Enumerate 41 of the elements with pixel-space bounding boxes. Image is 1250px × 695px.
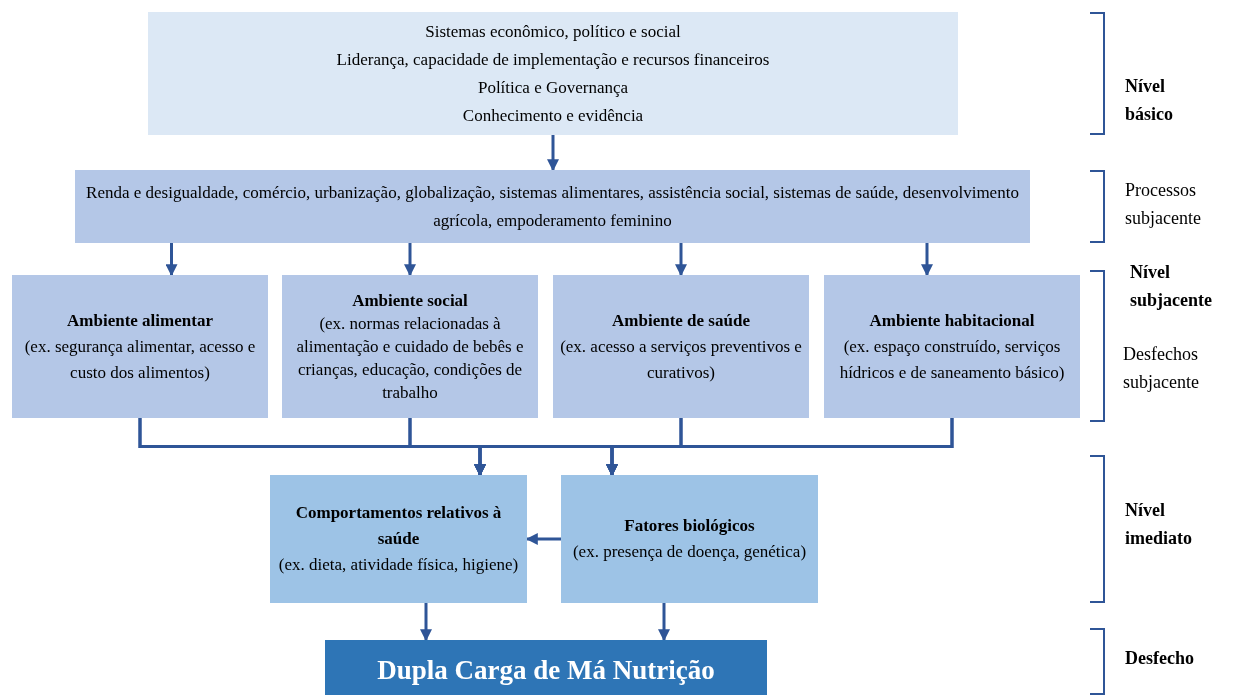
process-box (553, 275, 809, 418)
box-text: Renda e desigualdade, comércio, urbanização, globalização, sistemas alimentares, assistência social, sistemas de saúde, desenvolvimento agrícola, empoderamento feminino (85, 181, 1020, 232)
level-label: Desfecho (1125, 647, 1195, 670)
box-heading: Fatores biológicos (624, 515, 755, 537)
process-box (270, 475, 527, 603)
box-heading: Ambiente alimentar (67, 309, 213, 332)
arrow (606, 418, 954, 477)
box-text: (ex. acesso a serviços preventivos e curativos) (559, 335, 803, 384)
process-box (12, 275, 268, 418)
process-box (75, 170, 1030, 243)
arrow (404, 243, 416, 277)
box-text: Conhecimento e evidência (462, 104, 644, 127)
arrow (675, 243, 687, 277)
box-text: Sistemas econômico, político e social (425, 20, 681, 43)
arrow (921, 243, 933, 277)
process-box (561, 475, 818, 603)
box-text: Política e Governança (477, 76, 629, 99)
box-text: (ex. presença de doença, genética) (572, 541, 807, 563)
arrow (658, 603, 670, 642)
level-label: Nível subjacente (1130, 261, 1213, 312)
arrow (165, 243, 178, 277)
box-text: (ex. dieta, atividade física, higiene) (278, 554, 519, 576)
arrow (420, 603, 432, 642)
level-label: Nível básico (1125, 75, 1174, 126)
box-heading: Comportamentos relativos à saúde (294, 502, 503, 550)
arrow (547, 135, 559, 172)
box-text: (ex. segurança alimentar, acesso e custo dos alimentos) (23, 335, 257, 384)
box-heading: Ambiente de saúde (612, 309, 750, 332)
process-box (282, 275, 538, 418)
box-text: (ex. normas relacionadas à alimentação e cuidado de bebês e crianças, educação, condições de trabalho (295, 313, 525, 404)
level-label: Nível imediato (1125, 499, 1193, 550)
box-text: (ex. espaço construído, serviços hídricos e de saneamento básico) (838, 335, 1066, 384)
box-text: Dupla Carga de Má Nutrição (377, 654, 715, 686)
level-label: Processos subjacente (1125, 179, 1202, 230)
box-heading: Ambiente habitacional (869, 309, 1035, 332)
level-label: Desfechos subjacente (1123, 343, 1200, 394)
process-box (824, 275, 1080, 418)
outcome-box (325, 640, 767, 695)
process-box (148, 12, 958, 135)
box-heading: Ambiente social (352, 290, 468, 312)
box-text: Liderança, capacidade de implementação e recursos financeiros (336, 48, 770, 71)
